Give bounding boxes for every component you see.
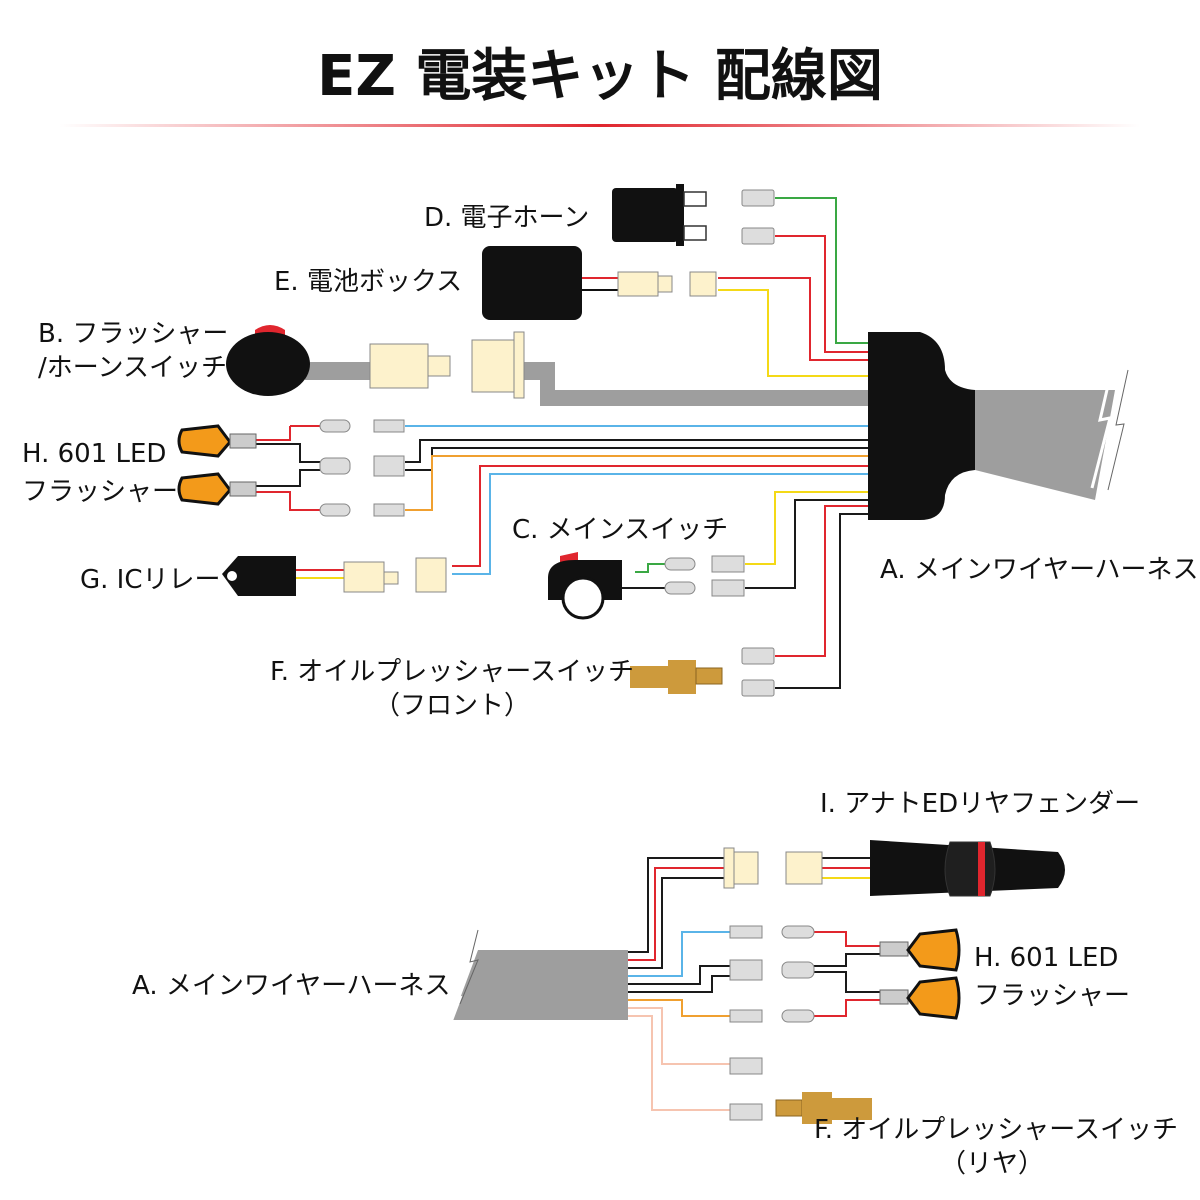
ic-relay (222, 556, 447, 596)
horn (612, 184, 775, 246)
rear-fender-label: I. アナトEDリヤフェンダー (820, 789, 1140, 819)
led-flasher-label-1: H. 601 LED (22, 439, 166, 469)
oil-rear-label-2: （リヤ） (940, 1149, 1044, 1179)
led-flasher-wires (255, 425, 868, 575)
oil-switch-rear (729, 1057, 872, 1124)
main-switch-wires (622, 491, 868, 689)
rear-fender (723, 840, 1065, 897)
rear-harness-wires (628, 857, 880, 1111)
main-harness-rear-label: A. メインワイヤーハーネス (132, 971, 451, 1001)
flasher-switch-label-1: B. フラッシャー (38, 319, 228, 349)
led-flasher-label-2: フラッシャー (22, 477, 178, 507)
flasher-switch-label-2: /ホーンスイッチ (38, 353, 227, 383)
horn-label: D. 電子ホーン (424, 203, 589, 233)
main-harness-front (868, 332, 1129, 520)
main-switch-label: C. メインスイッチ (512, 515, 728, 545)
oil-switch-front (630, 647, 775, 697)
led-flasher-rear-label-2: フラッシャー (974, 981, 1130, 1011)
oil-front-label-2: （フロント） (374, 691, 530, 721)
main-harness-rear (446, 927, 628, 1031)
battery-box (482, 246, 717, 320)
oil-front-label-1: F. オイルプレッシャースイッチ (270, 657, 634, 687)
horn-wires (718, 197, 868, 377)
flasher-horn-switch (226, 325, 525, 399)
led-flasher-rear-label-1: H. 601 LED (974, 943, 1118, 973)
main-harness-label: A. メインワイヤーハーネス (880, 555, 1199, 585)
title-divider (60, 124, 1140, 127)
led-flasher-rear (729, 925, 961, 1023)
ic-relay-label: G. ICリレー (80, 565, 221, 595)
main-switch (548, 552, 745, 620)
flasher-switch-cable (305, 362, 868, 406)
led-flasher-front (177, 419, 405, 517)
page-title: EZ 電装キット 配線図 (317, 44, 883, 109)
oil-rear-label-1: F. オイルプレッシャースイッチ (814, 1115, 1178, 1145)
battery-label: E. 電池ボックス (274, 267, 462, 297)
